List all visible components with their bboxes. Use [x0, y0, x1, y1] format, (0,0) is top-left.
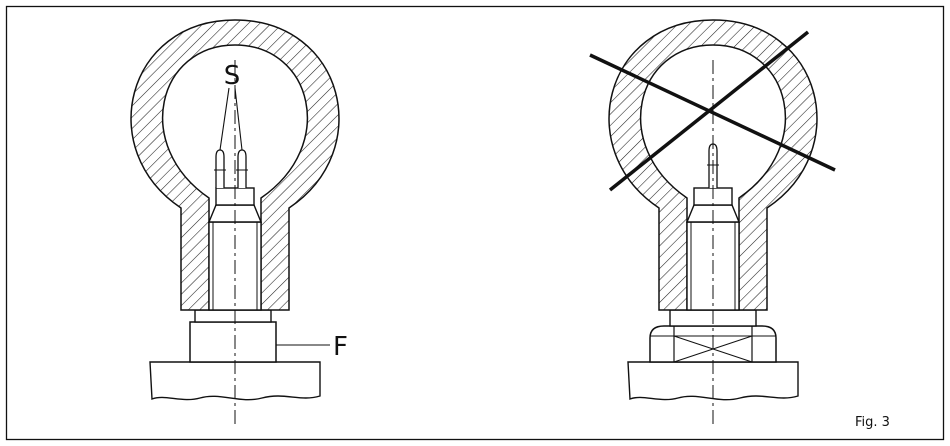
figure-frame	[5, 5, 945, 441]
probe-left-2	[237, 149, 247, 188]
correct-installation: S F	[130, 19, 348, 428]
incorrect-installation	[589, 19, 836, 428]
fitting-body	[189, 321, 277, 363]
probe-left-1	[215, 149, 225, 188]
cross-out-line-2	[608, 30, 810, 192]
fitting-flange	[194, 309, 272, 323]
figure-caption: Fig. 3	[855, 415, 890, 430]
process-wall-left	[149, 361, 321, 401]
fitting-label: F	[333, 332, 348, 362]
sensor-label: S	[224, 61, 241, 91]
process-wall-right	[627, 361, 799, 401]
housing-wall-left	[130, 19, 340, 311]
